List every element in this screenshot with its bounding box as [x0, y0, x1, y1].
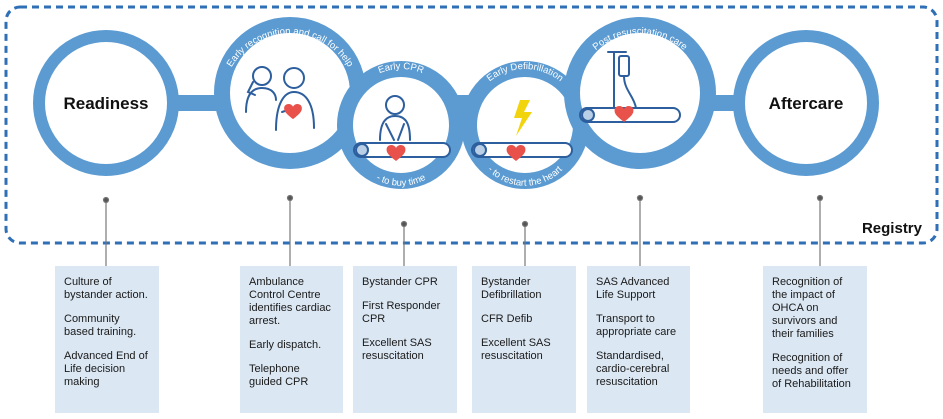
box-text: CFR Defib — [481, 313, 533, 325]
box-text: Community based training. — [64, 313, 137, 338]
lightning-bolt-icon — [514, 100, 532, 136]
leader-lines — [102, 194, 824, 266]
box-text: Excellent SAS resuscitation — [362, 337, 432, 362]
box-text: Culture of bystander action. — [64, 276, 148, 301]
info-box-early-cpr: Bystander CPR First Responder CPR Excell… — [353, 266, 457, 413]
box-text: Ambulance Control Centre identifies card… — [249, 276, 331, 327]
info-box-early-defibrillation: Bystander Defibrillation CFR Defib Excel… — [472, 266, 576, 413]
aftercare-circle: Aftercare — [733, 30, 879, 176]
ring-post-resuscitation: Post resuscitation care - to restore qua… — [564, 17, 716, 169]
box-text: First Responder CPR — [362, 300, 441, 325]
box-text: Bystander CPR — [362, 276, 438, 288]
info-box-readiness: Culture of bystander action. Community b… — [55, 266, 159, 413]
readiness-label: Readiness — [63, 94, 148, 113]
box-text: Recognition of the impact of OHCA on sur… — [772, 276, 843, 340]
ring-early-recognition: Early recognition and call for help - to… — [214, 17, 366, 169]
registry-label: Registry — [862, 220, 923, 237]
info-box-aftercare: Recognition of the impact of OHCA on sur… — [763, 266, 867, 413]
info-box-post-resuscitation: SAS Advanced Life Support Transport to a… — [587, 266, 690, 413]
info-box-early-recognition: Ambulance Control Centre identifies card… — [240, 266, 343, 413]
box-text: Recognition of needs and offer of Rehabi… — [772, 352, 851, 390]
ring-early-defibrillation: Early Defibrillation - to restart the he… — [461, 61, 589, 189]
svg-text:- to buy time: - to buy time — [374, 172, 427, 189]
svg-text:Early CPR: Early CPR — [377, 61, 426, 76]
box-text: Transport to appropriate care — [596, 313, 677, 338]
ring-early-cpr: Early CPR - to buy time — [337, 61, 465, 189]
aftercare-label: Aftercare — [769, 94, 844, 113]
readiness-circle: Readiness — [33, 30, 179, 176]
box-text: Excellent SAS resuscitation — [481, 337, 551, 362]
ring-2-bottom-text: - to buy time — [374, 172, 427, 189]
box-text: SAS Advanced Life Support — [596, 276, 670, 301]
ring-2-top-text: Early CPR — [377, 61, 426, 76]
box-text: Bystander Defibrillation — [481, 276, 542, 301]
box-text: Standardised, cardio-cerebral resuscitat… — [596, 350, 670, 388]
box-text: Early dispatch. — [249, 339, 322, 351]
box-text: Telephone guided CPR — [249, 363, 309, 388]
box-text: Advanced End of Life decision making — [64, 350, 148, 388]
